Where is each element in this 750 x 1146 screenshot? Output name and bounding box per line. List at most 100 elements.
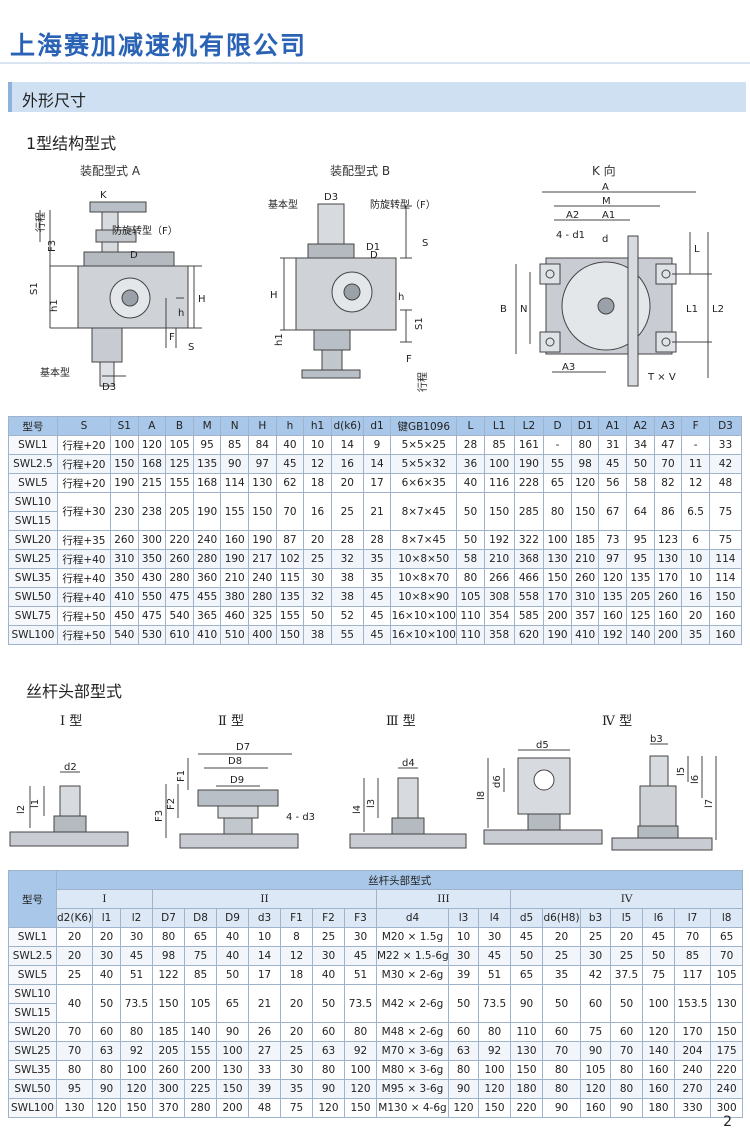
table-cell: 80 [542,1060,581,1080]
table-cell: 45 [362,625,392,645]
table2-header-cell: d3 [248,908,281,928]
table2-group-cell: III [376,889,511,909]
model-cell: SWL1 [8,435,58,455]
table-cell: 50 [610,984,643,1023]
company-title: 上海赛加减速机有限公司 [10,31,308,60]
table-cell: 95 [56,1079,93,1099]
table-cell: 6 [681,530,710,550]
table2-header-cell: l6 [642,908,675,928]
table-cell: 60 [542,1022,581,1042]
table-cell: 42 [708,454,743,474]
table-cell: 300 [709,1098,744,1118]
table-cell: 168 [192,473,222,493]
table-cell: 160 [653,606,683,626]
table-cell: 120 [448,1098,479,1118]
table-cell: 150 [344,1098,377,1118]
label-l2-k: L2 [712,304,724,315]
table-cell: 358 [483,625,515,645]
table-cell: 135 [598,587,628,607]
table-cell: 75 [184,946,217,966]
table-cell: 225 [184,1079,217,1099]
table-cell: M22 × 1.5-6g [376,946,449,966]
table-cell: 52 [330,606,364,626]
table-cell: 125 [626,606,655,626]
model-cell: SWL5 [8,965,57,985]
table-cell: 20 [610,927,643,947]
label-stroke-b: 行程 [416,372,429,392]
table-cell: 105 [184,984,217,1023]
header-rule [0,62,750,64]
table-cell: 34 [626,435,655,455]
table-cell: 97 [248,454,277,474]
model-cell: SWL20 [8,530,58,550]
label-l6: l6 [690,775,701,784]
label-k: K [100,190,107,201]
table1-header-cell: D3 [708,416,743,436]
table-cell: 45 [362,587,392,607]
table-cell: 135 [275,587,305,607]
table-cell: 150 [709,1022,744,1042]
table-cell: 30 [303,568,332,588]
model-cell: SWL35 [8,1060,57,1080]
label-d4: d4 [402,758,415,769]
table-cell: 558 [513,587,545,607]
table-cell: 30 [280,1060,313,1080]
table-cell: 50 [456,492,485,531]
table-cell: 100 [478,1060,511,1080]
table-cell: 192 [483,530,515,550]
table-row: SWL15 [8,1003,743,1023]
table-cell: 10 [681,549,710,569]
label-d8: D8 [228,756,242,767]
table-cell: 190 [543,625,572,645]
table-cell: 215 [137,473,167,493]
table-cell: 90 [312,1079,345,1099]
table-cell: M42 × 2-6g [376,984,449,1023]
table-cell: 370 [152,1098,185,1118]
table-cell: 行程+40 [56,587,111,607]
table-cell: 230 [109,492,139,531]
model-cell: SWL1 [8,927,57,947]
table2-header-cell: D8 [184,908,217,928]
table-cell: 150 [483,492,515,531]
table-cell: 80 [152,927,185,947]
table-cell: 155 [165,473,194,493]
drawing-k-view: A M A2 A1 4 - d1 d L B N L1 L2 A3 T × V [500,182,724,387]
table-cell: 95 [626,549,655,569]
table-cell: 92 [344,1041,377,1061]
table-cell: 150 [152,984,185,1023]
table-cell: 280 [165,568,194,588]
table-cell: 35 [362,549,392,569]
table-cell: 100 [642,984,675,1023]
table-cell: 160 [580,1098,611,1118]
table-cell: 120 [92,1098,121,1118]
table-cell: 60 [312,1022,345,1042]
table-cell: 35 [280,1079,313,1099]
table1-header-cell: A [137,416,167,436]
table1-header-cell: 型号 [8,416,58,436]
table1-header-cell: A2 [626,416,655,436]
table1-header-cell: M [192,416,222,436]
table-cell: 85 [483,435,515,455]
table-cell: 238 [137,492,167,531]
table-cell: 38 [330,587,364,607]
table-cell: 20 [56,946,93,966]
table-cell: 120 [598,568,628,588]
table-cell: 10 [681,568,710,588]
label-base-a: 基本型 [40,366,70,379]
table-cell: 90 [610,1098,643,1118]
table-cell: 行程+20 [56,454,111,474]
label-d9: D9 [230,775,244,786]
table-cell: 75 [580,1022,611,1042]
table-cell: 140 [642,1041,675,1061]
table-cell: 190 [248,530,277,550]
table-cell: 170 [543,587,572,607]
table-cell: 300 [137,530,167,550]
table-cell: 123 [653,530,683,550]
table-cell: 160 [708,606,743,626]
table-cell: 217 [248,549,277,569]
